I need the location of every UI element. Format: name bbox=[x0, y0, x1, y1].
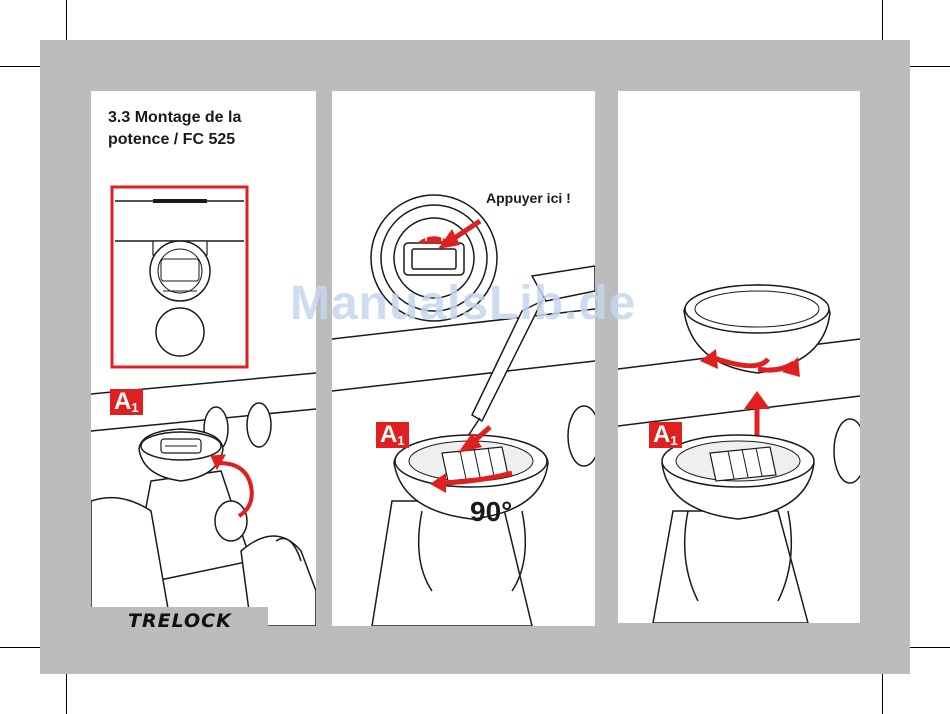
step-panel-3: A1 bbox=[618, 91, 860, 623]
mount-illustration-3 bbox=[618, 91, 860, 623]
crop-mark bbox=[882, 0, 883, 40]
crop-mark bbox=[910, 647, 950, 648]
step-panel-2: Appuyer ici ! A1 90° bbox=[332, 91, 595, 626]
press-here-callout: Appuyer ici ! bbox=[486, 190, 571, 206]
step-badge-a1: A1 bbox=[649, 422, 682, 448]
rotation-angle-label: 90° bbox=[470, 496, 512, 528]
step-panel-1: 3.3 Montage de la potence / FC 525 bbox=[91, 91, 316, 626]
step-badge-a1: A1 bbox=[376, 422, 409, 448]
inset-detail bbox=[112, 187, 247, 367]
brand-logo: TRELOCK bbox=[128, 610, 232, 632]
mount-illustration-2 bbox=[332, 91, 595, 626]
crop-mark bbox=[66, 674, 67, 714]
step-badge-a1: A1 bbox=[110, 389, 143, 415]
crop-mark bbox=[882, 674, 883, 714]
crop-mark bbox=[0, 66, 40, 67]
watermark: ManualsLib.de bbox=[290, 276, 636, 331]
mount-illustration-1 bbox=[91, 91, 316, 626]
crop-mark bbox=[910, 66, 950, 67]
crop-mark bbox=[0, 647, 40, 648]
mount-bracket bbox=[662, 435, 814, 519]
crop-mark bbox=[66, 0, 67, 40]
